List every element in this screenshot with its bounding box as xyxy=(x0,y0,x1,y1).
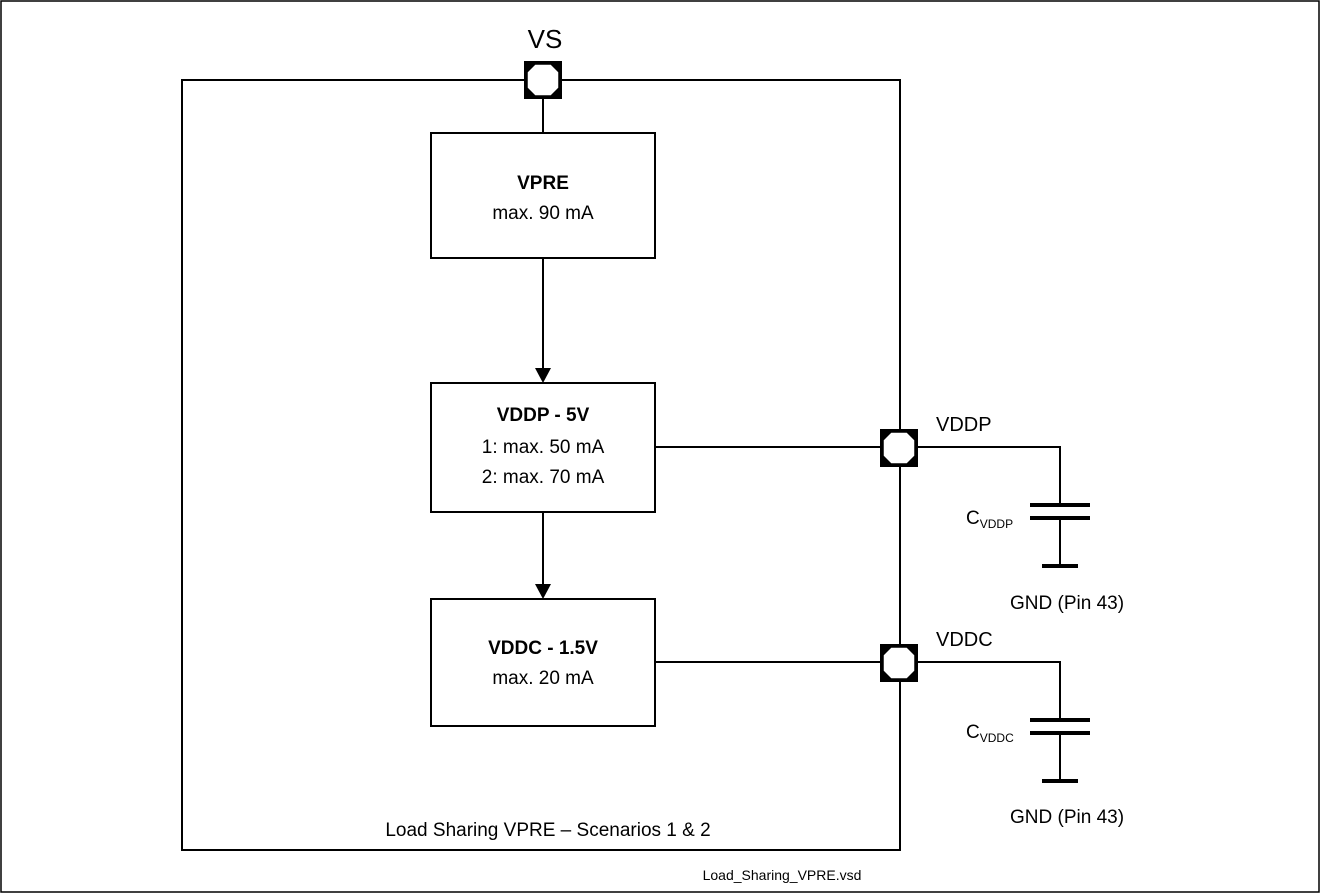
frame-caption: Load Sharing VPRE – Scenarios 1 & 2 xyxy=(385,820,710,841)
vs-label: VS xyxy=(528,24,563,54)
vddp-title: VDDP - 5V xyxy=(497,405,590,426)
vddc-cap-wire xyxy=(918,661,1061,720)
vs-pin xyxy=(524,61,562,99)
vddp-block xyxy=(430,382,656,513)
vpre-title: VPRE xyxy=(517,173,569,194)
vddc-pin-label: VDDC xyxy=(936,629,993,651)
vddc-block xyxy=(430,598,656,727)
vddp-pin xyxy=(880,429,918,467)
vddc-arrow-icon xyxy=(535,584,551,599)
vddp-cap-label: CVDDP xyxy=(966,508,1013,531)
vddc-current: max. 20 mA xyxy=(492,668,594,689)
vddp-cap-wire xyxy=(918,446,1061,505)
vddc-title: VDDC - 1.5V xyxy=(488,638,598,659)
vpre-block xyxy=(430,132,656,259)
vddc-pin xyxy=(880,644,918,682)
vpre-current: max. 90 mA xyxy=(492,203,594,224)
vddp-pin-label: VDDP xyxy=(936,414,992,436)
vddc-gnd-label: GND (Pin 43) xyxy=(1010,807,1124,828)
vddp-gnd-label: GND (Pin 43) xyxy=(1010,593,1124,614)
vddp-current-1: 1: max. 50 mA xyxy=(482,437,605,458)
vddp-current-2: 2: max. 70 mA xyxy=(482,467,605,488)
file-label: Load_Sharing_VPRE.vsd xyxy=(703,867,862,883)
vddc-cap-label: CVDDC xyxy=(966,722,1014,745)
vddp-arrow-icon xyxy=(535,368,551,383)
